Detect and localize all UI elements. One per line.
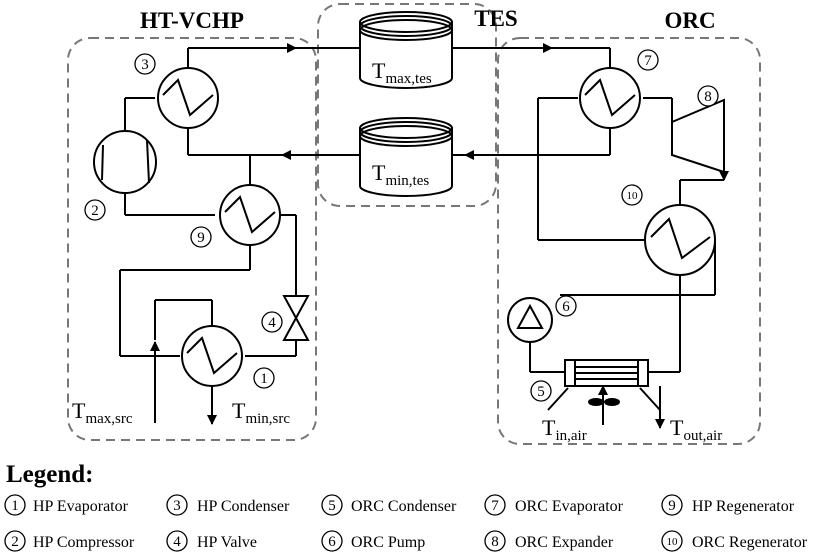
legend-item-9: 9 HP Regenerator — [661, 494, 795, 516]
svg-text:1: 1 — [11, 498, 19, 514]
svg-text:ORC Pump: ORC Pump — [351, 534, 425, 551]
legend-item-8: 8 ORC Expander — [484, 530, 614, 552]
svg-text:7: 7 — [491, 498, 499, 514]
number-badge-6: 6 — [555, 295, 577, 317]
legend-item-1: 1 HP Evaporator — [4, 494, 129, 516]
orc-boundary — [497, 37, 761, 445]
legend-item-6: 6 ORC Pump — [321, 530, 425, 552]
number-badge-5: 5 — [530, 380, 552, 402]
svg-text:HP Valve: HP Valve — [197, 534, 257, 551]
number-badge-8: 8 — [697, 85, 719, 107]
label-tmax-tes: Tmax,tes — [372, 58, 432, 87]
legend-item-2: 2 HP Compressor — [4, 530, 135, 552]
svg-text:HP Condenser: HP Condenser — [197, 498, 290, 515]
svg-text:10: 10 — [627, 190, 639, 202]
svg-text:3: 3 — [141, 57, 149, 73]
legend-item-7: 7 ORC Evaporator — [484, 494, 624, 516]
section-title-tes: TES — [474, 6, 517, 31]
svg-text:2: 2 — [11, 534, 19, 550]
hp-regenerator — [219, 184, 281, 246]
svg-text:ORC Regenerator: ORC Regenerator — [692, 534, 808, 551]
fan-icon — [588, 398, 620, 406]
section-title-htvchp: HT-VCHP — [140, 8, 244, 33]
legend-title: Legend: — [6, 461, 94, 488]
svg-text:6: 6 — [328, 534, 336, 550]
label-tmax-src: Tmax,src — [72, 398, 133, 427]
tes-hot-tank — [359, 11, 453, 89]
svg-text:HP Evaporator: HP Evaporator — [33, 498, 129, 515]
hp-valve — [282, 295, 310, 341]
number-badge-2: 2 — [84, 199, 106, 221]
svg-text:9: 9 — [668, 498, 676, 514]
svg-text:2: 2 — [91, 203, 99, 219]
label-tmin-tes: Tmin,tes — [372, 160, 429, 189]
number-badge-3: 3 — [134, 53, 156, 75]
legend-item-3: 3 HP Condenser — [166, 494, 290, 516]
tes-piping — [452, 43, 611, 160]
tes-cold-tank — [359, 117, 453, 197]
number-badge-1: 1 — [253, 367, 275, 389]
svg-text:1: 1 — [260, 371, 268, 387]
svg-text:8: 8 — [491, 534, 499, 550]
legend-item-10: 10 ORC Regenerator — [661, 530, 808, 552]
orc-piping — [529, 97, 729, 429]
number-badge-4: 4 — [261, 311, 283, 333]
svg-text:4: 4 — [268, 315, 276, 331]
number-badge-10: 10 — [621, 184, 643, 206]
svg-text:10: 10 — [667, 536, 679, 548]
svg-text:ORC Evaporator: ORC Evaporator — [515, 498, 624, 515]
svg-text:5: 5 — [537, 384, 545, 400]
orc-evaporator — [579, 67, 641, 129]
hp-evaporator — [181, 325, 243, 387]
svg-text:ORC Condenser: ORC Condenser — [351, 498, 457, 515]
tes-boundary — [317, 3, 497, 207]
label-tout-air: Tout,air — [670, 415, 722, 444]
orc-pump — [507, 297, 553, 343]
svg-text:3: 3 — [173, 498, 181, 514]
svg-text:9: 9 — [197, 230, 205, 246]
number-badge-9: 9 — [190, 226, 212, 248]
svg-text:HP Regenerator: HP Regenerator — [692, 498, 795, 515]
svg-text:8: 8 — [704, 89, 712, 105]
hp-condenser — [157, 67, 219, 129]
svg-text:ORC Expander: ORC Expander — [515, 534, 614, 551]
svg-text:5: 5 — [328, 498, 336, 514]
svg-text:7: 7 — [644, 53, 652, 69]
label-tmin-src: Tmin,src — [232, 398, 290, 427]
hp-compressor — [93, 130, 157, 194]
orc-regenerator — [644, 204, 716, 276]
section-title-orc: ORC — [664, 8, 715, 33]
orc-condenser — [564, 359, 649, 387]
htvchp-piping — [119, 43, 360, 425]
legend-item-4: 4 HP Valve — [166, 530, 257, 552]
orc-expander — [671, 98, 725, 174]
number-badge-7: 7 — [637, 49, 659, 71]
svg-text:HP Compressor: HP Compressor — [33, 534, 135, 551]
svg-text:6: 6 — [562, 299, 570, 315]
label-tin-air: Tin,air — [542, 415, 587, 444]
svg-text:4: 4 — [173, 534, 181, 550]
legend-item-5: 5 ORC Condenser — [321, 494, 457, 516]
